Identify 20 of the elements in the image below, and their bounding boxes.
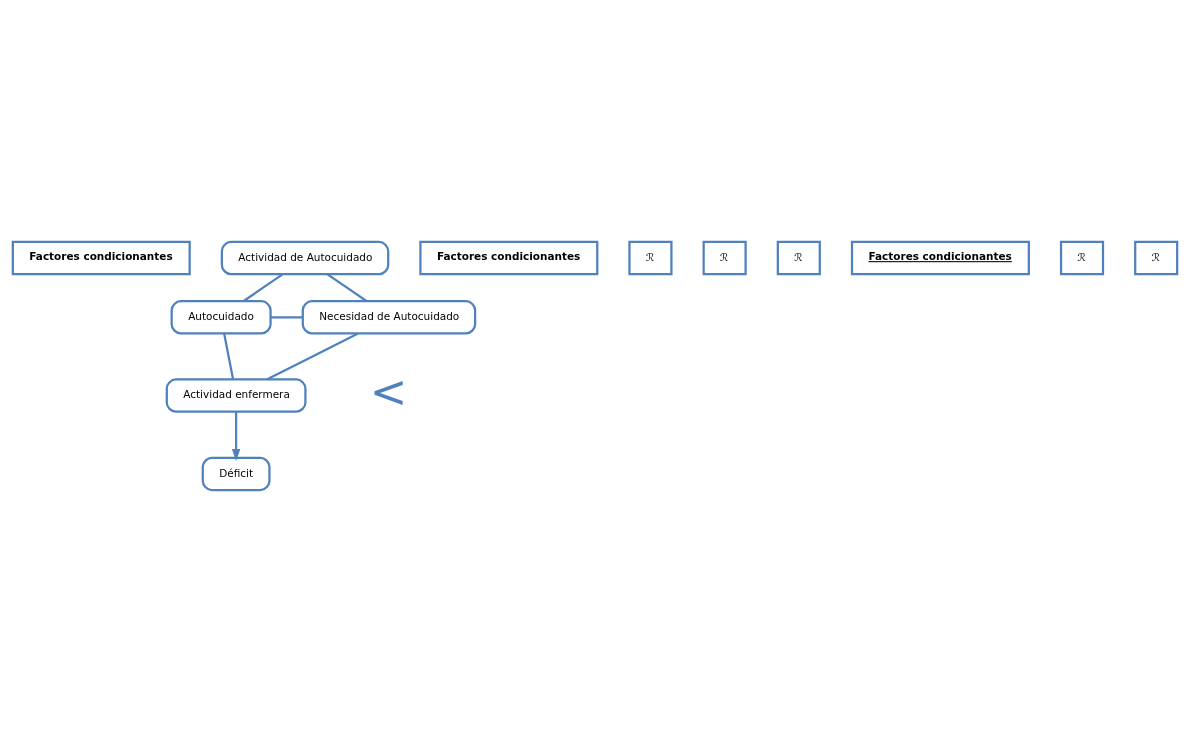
node-box: Factores condicionantes [850,240,1030,275]
arrow [231,411,241,461]
node-box: Actividad enfermera [165,377,307,413]
node-box: ℛ [702,240,747,275]
connector [266,332,359,380]
node-box: Déficit [201,456,271,491]
node-box: Factores condicionantes [419,240,599,275]
connector [223,332,235,380]
connector [270,315,303,318]
connector [243,272,284,302]
node-box: Actividad de Autocuidado [220,240,390,275]
label: < [369,364,408,418]
node-box: ℛ [1134,240,1179,275]
node-box: ℛ [1059,240,1105,275]
node-box: Autocuidado [170,299,272,335]
node-box: ℛ [776,240,821,275]
node-box: Necesidad de Autocuidado [301,299,477,335]
node-box: Factores condicionantes [11,240,191,275]
connector [326,272,368,302]
node-box: ℛ [628,240,673,275]
